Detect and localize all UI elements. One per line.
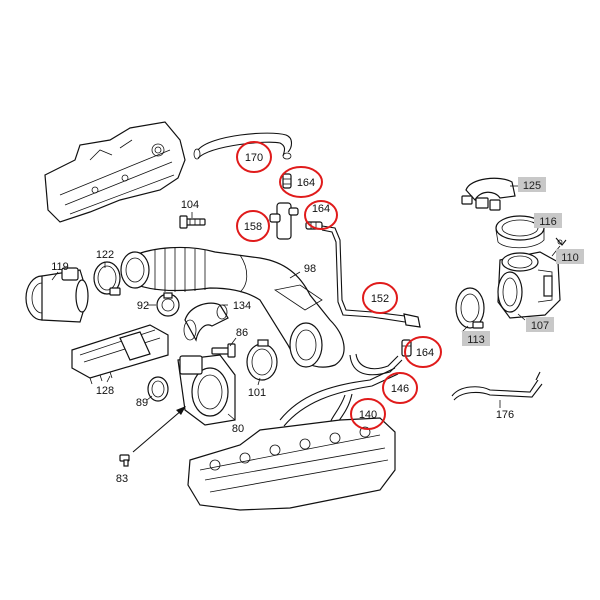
clip-110	[555, 237, 567, 246]
tag-113: 113	[462, 331, 490, 346]
ring-89	[147, 376, 169, 402]
label-113: 113	[467, 334, 485, 346]
label-122: 122	[96, 249, 114, 261]
ring-113	[455, 287, 485, 329]
t-piece-158	[269, 202, 299, 240]
label-92: 92	[137, 300, 149, 312]
pipe-176	[451, 371, 543, 401]
label-104: 104	[181, 199, 199, 211]
label-116: 116	[539, 216, 557, 228]
tag-116: 116	[534, 213, 562, 228]
highlight-158: 158	[236, 210, 270, 242]
label-164-top: 164	[297, 177, 315, 189]
throttle-body-80	[177, 354, 236, 426]
label-170: 170	[245, 152, 263, 164]
intake-duct-98	[120, 246, 345, 368]
label-101: 101	[248, 387, 266, 399]
label-140: 140	[359, 409, 377, 421]
highlight-170: 170	[236, 141, 272, 173]
label-98: 98	[304, 263, 316, 275]
label-134: 134	[233, 300, 251, 312]
hose-146	[349, 353, 403, 376]
label-107: 107	[531, 320, 549, 332]
arrow-83	[132, 406, 186, 453]
label-86: 86	[236, 327, 248, 339]
fitting-164-top	[282, 173, 292, 189]
tag-107: 107	[526, 317, 554, 332]
cover-128	[71, 324, 169, 385]
label-125: 125	[523, 180, 541, 192]
label-146: 146	[391, 383, 409, 395]
hose-152	[403, 313, 421, 328]
engine-cover-upper	[44, 121, 186, 223]
highlight-164-top: 164	[279, 166, 323, 198]
screw-83	[119, 454, 130, 467]
label-80: 80	[232, 423, 244, 435]
air-mass-sensor-119	[25, 267, 89, 323]
label-164-lower: 164	[416, 347, 434, 359]
label-119: 119	[51, 261, 69, 273]
highlight-146: 146	[382, 372, 418, 404]
label-152: 152	[371, 293, 389, 305]
clamp-101	[246, 339, 278, 381]
label-110: 110	[561, 252, 579, 264]
clamp-125	[461, 177, 516, 211]
label-128: 128	[96, 385, 114, 397]
clamp-122	[93, 261, 121, 296]
label-176: 176	[496, 409, 514, 421]
highlight-164-lower: 164	[404, 336, 442, 368]
hose-170	[193, 132, 293, 160]
fitting-164-mid	[305, 221, 323, 230]
label-164-mid: 164	[312, 203, 330, 215]
part-92	[156, 292, 180, 317]
label-158: 158	[244, 221, 262, 233]
engine-lower	[187, 417, 396, 511]
tag-110: 110	[556, 249, 584, 264]
hose-140	[279, 367, 399, 427]
housing-107	[497, 251, 561, 319]
bolt-104	[179, 215, 206, 229]
label-83: 83	[116, 473, 128, 485]
tag-125: 125	[518, 177, 546, 192]
highlight-152: 152	[362, 282, 398, 314]
highlight-140: 140	[350, 398, 386, 430]
elbow-134	[183, 302, 229, 342]
highlight-164-mid: 164	[304, 200, 338, 230]
label-89: 89	[136, 397, 148, 409]
